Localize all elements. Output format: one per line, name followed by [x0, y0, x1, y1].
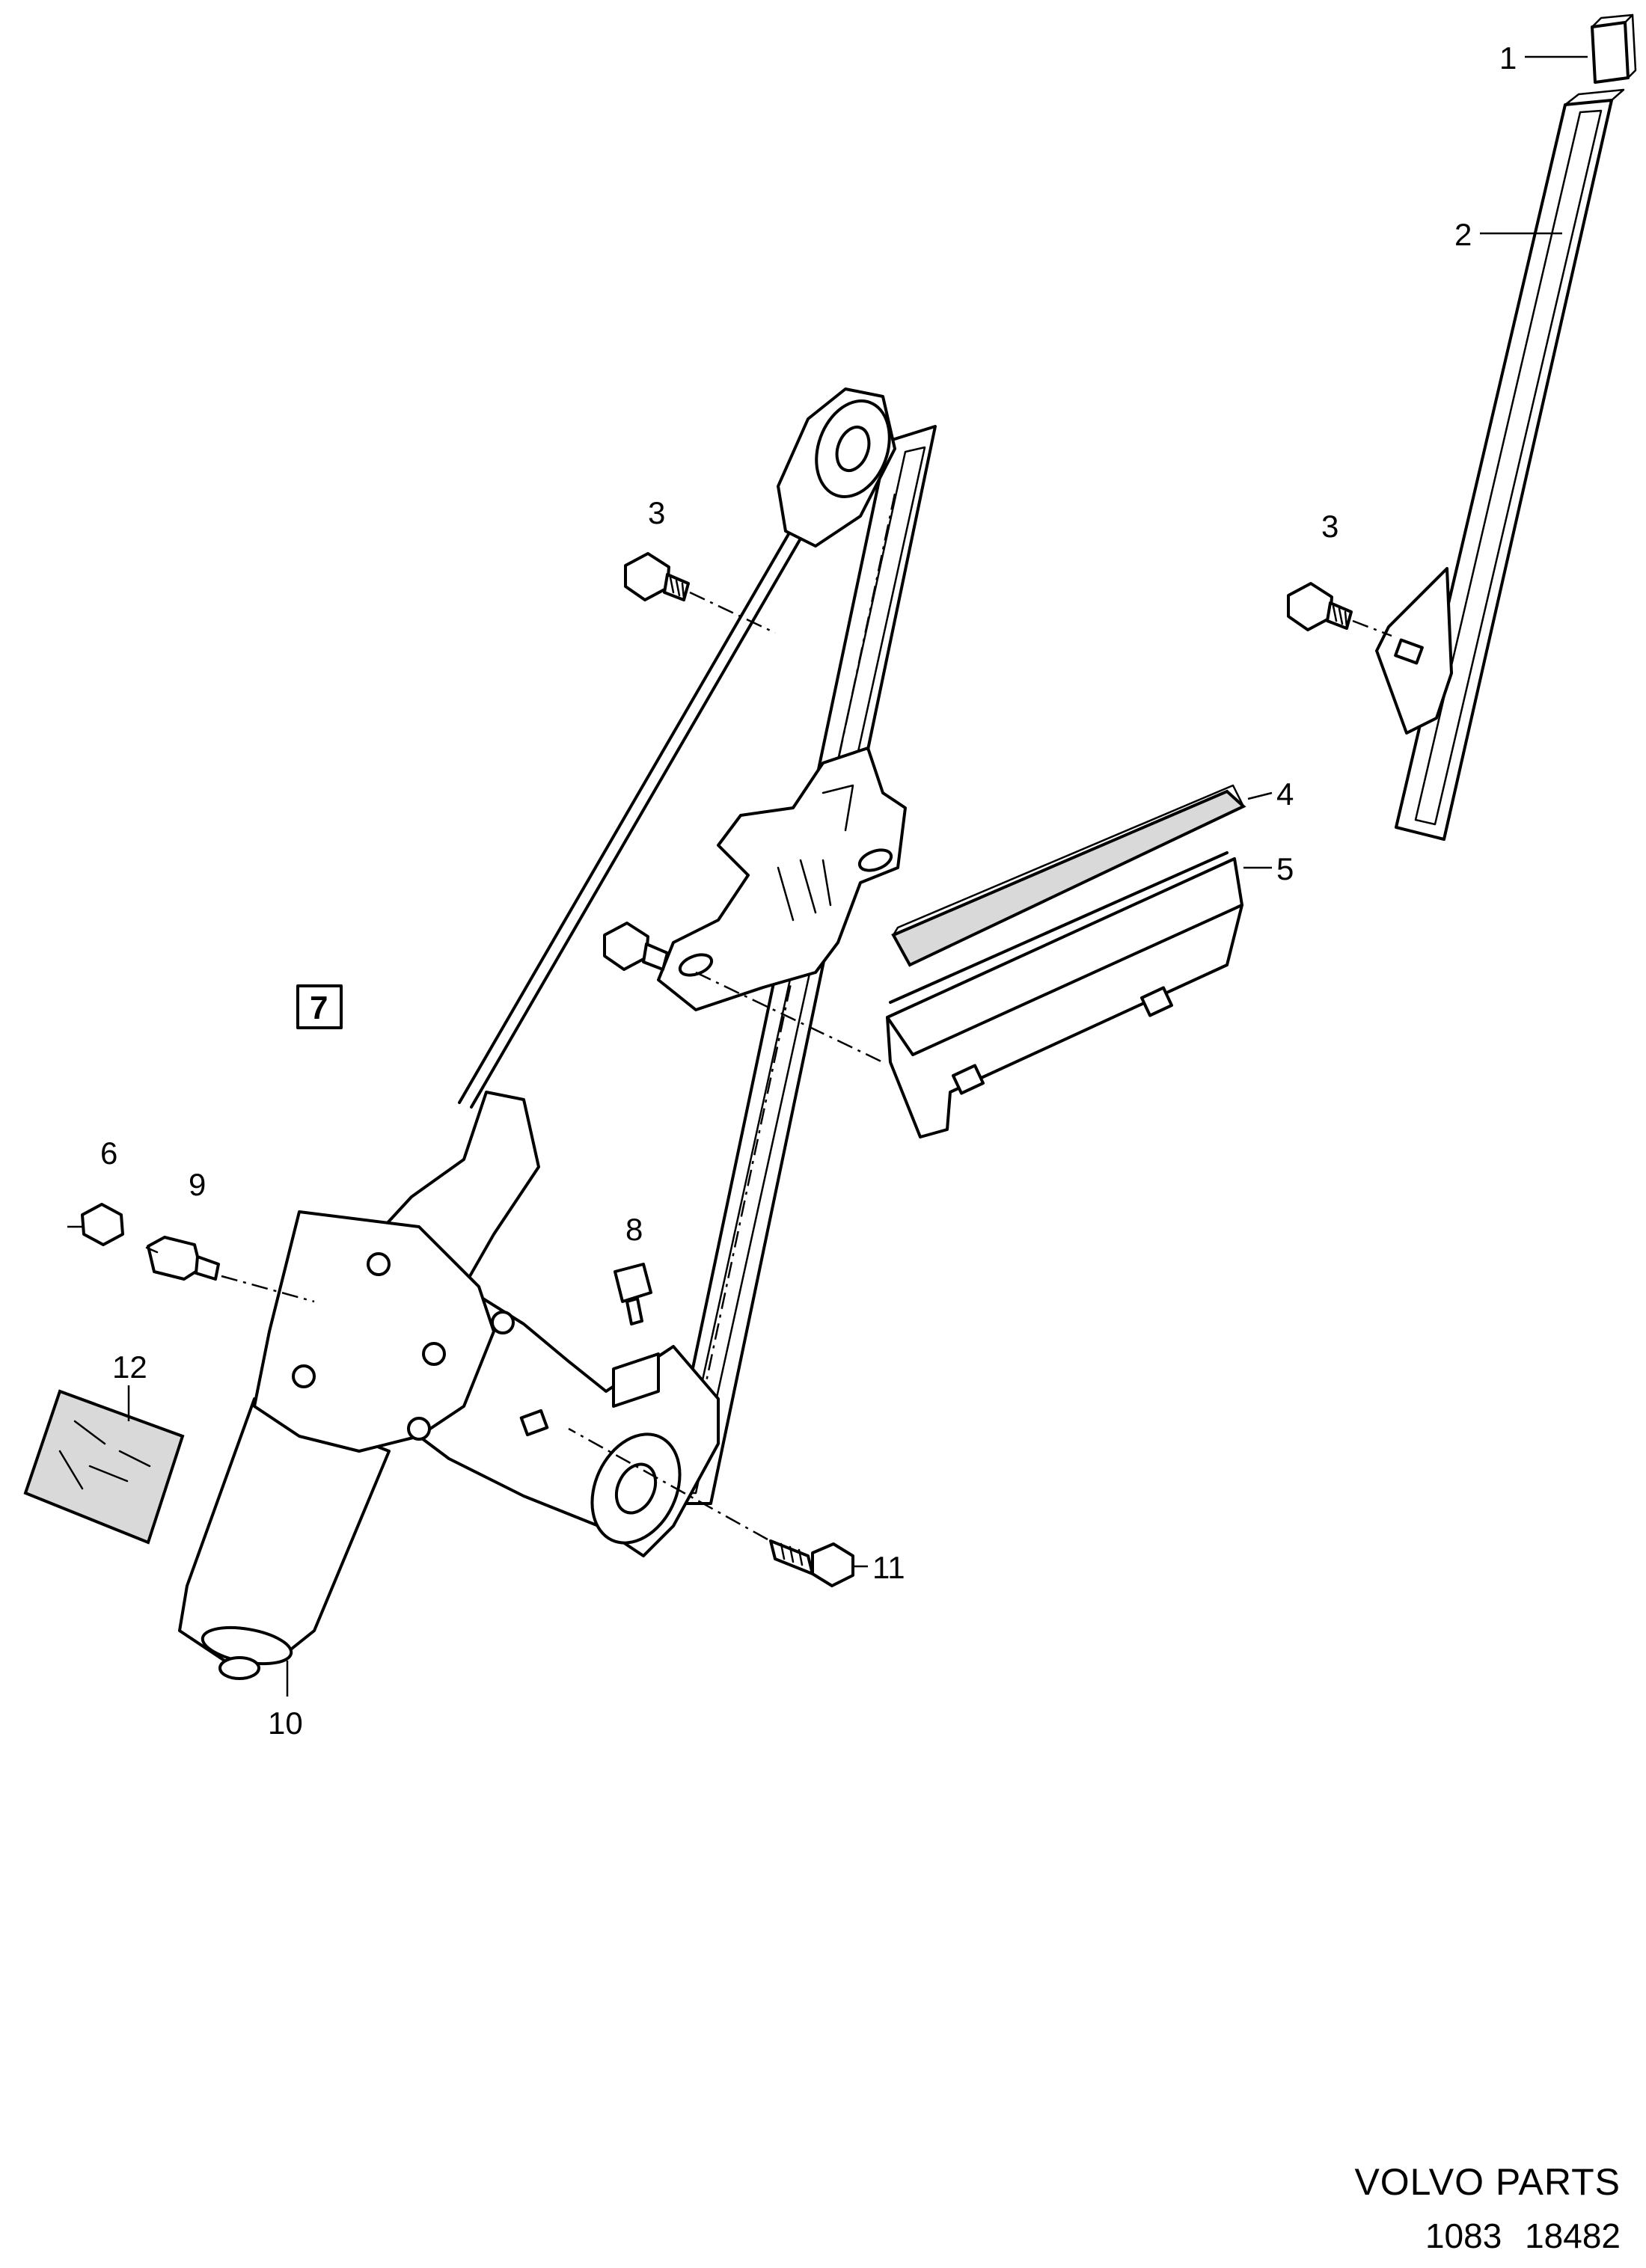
- part-11-bolt: [769, 1539, 854, 1587]
- callout-4: 4: [1276, 776, 1294, 812]
- callout-10: 10: [268, 1705, 303, 1741]
- part-1-end-cap: [1591, 13, 1637, 84]
- dash-3a: [689, 591, 776, 634]
- callout-11: 11: [872, 1550, 905, 1585]
- footer-code: 1083 18482: [1425, 2216, 1621, 2255]
- carrier-bolt: [603, 922, 669, 971]
- callout-7: 7: [310, 990, 328, 1026]
- part-4-seal-strip: [891, 784, 1246, 967]
- dash-11: [568, 1427, 768, 1541]
- part-9-stud: [145, 1236, 220, 1281]
- dash-9: [221, 1275, 315, 1303]
- part-10-motor: [178, 1210, 515, 1680]
- callout-1: 1: [1499, 40, 1517, 76]
- leader-4: [1247, 791, 1273, 800]
- part-3b-bolt: [1287, 582, 1353, 631]
- part-5-glass-channel: [886, 851, 1243, 1138]
- part-8-clip: [614, 1263, 652, 1325]
- callout-9: 9: [189, 1167, 206, 1202]
- dash-carrier: [695, 971, 884, 1064]
- part-12-pad: [23, 1389, 185, 1545]
- callout-8: 8: [625, 1212, 643, 1247]
- part-2-guide-rail: [1375, 88, 1625, 841]
- part-3a-bolt: [624, 552, 690, 601]
- callout-12: 12: [112, 1349, 147, 1385]
- callout-3a: 3: [648, 495, 665, 530]
- part-6-nut: [81, 1203, 124, 1246]
- callout-5: 5: [1276, 851, 1294, 886]
- footer-brand: VOLVO PARTS: [1354, 2161, 1621, 2203]
- callout-6: 6: [100, 1135, 117, 1171]
- dash-3b: [1352, 619, 1392, 637]
- regulator-rail: [458, 387, 937, 1505]
- callout-7-box: [296, 984, 343, 1029]
- callout-2: 2: [1454, 217, 1472, 252]
- callout-3b: 3: [1321, 509, 1338, 544]
